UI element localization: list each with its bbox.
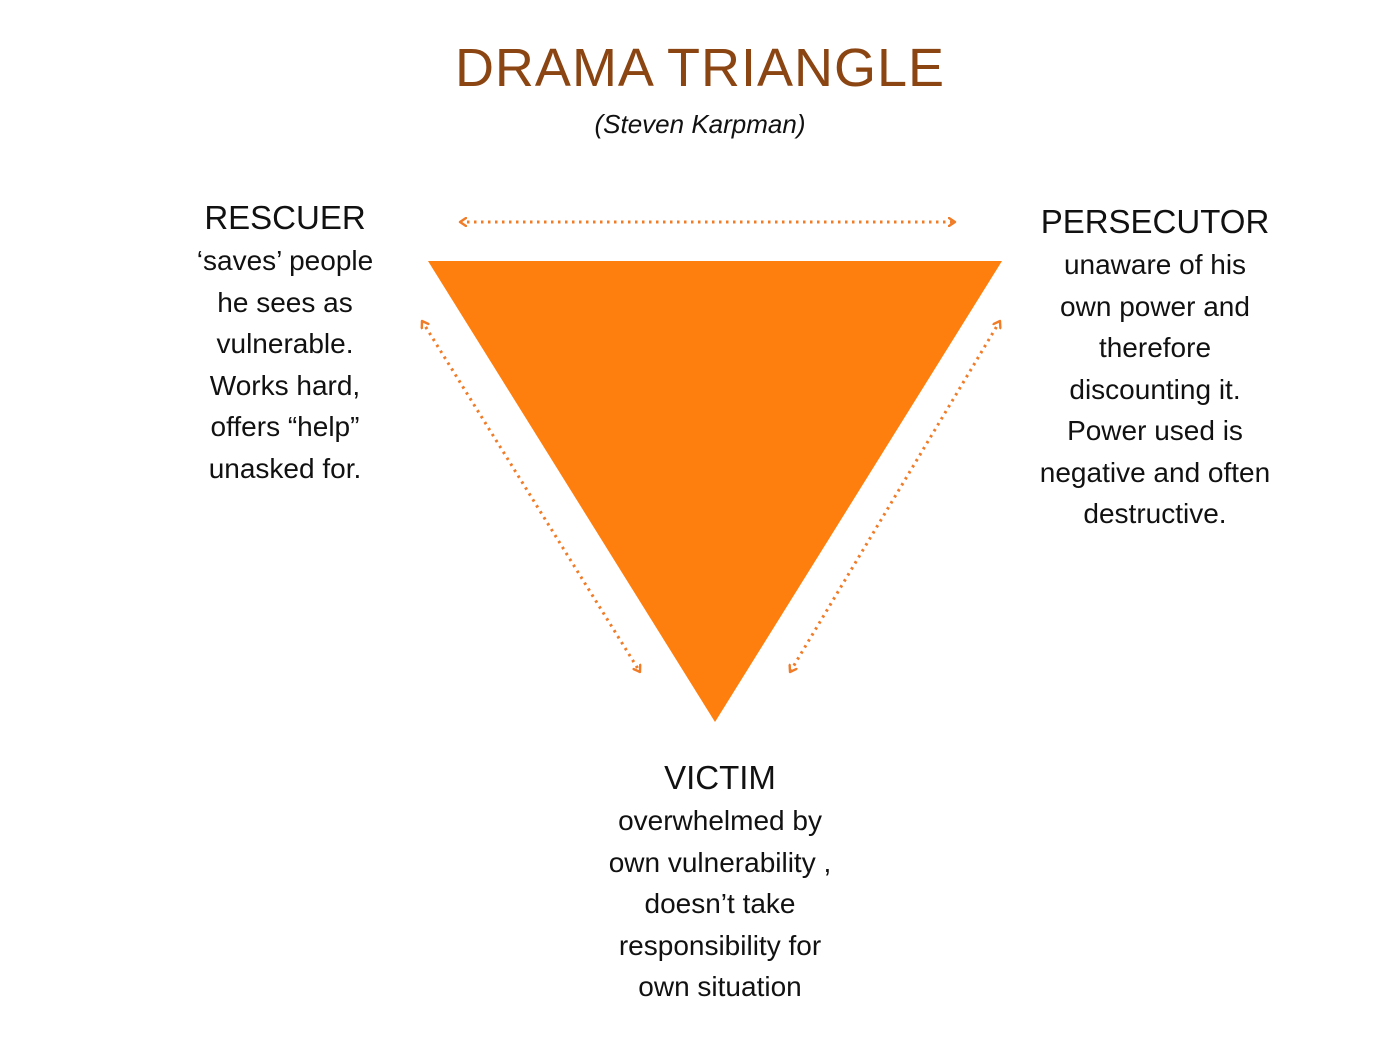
persecutor-label: PERSECUTOR [1040, 203, 1270, 240]
description-line: therefore [1098, 332, 1212, 363]
description-line: discounting it. [1069, 373, 1241, 405]
inverted-triangle [428, 261, 1002, 722]
description-line: unaware of his [1063, 249, 1247, 280]
description-line: he sees as [217, 286, 353, 318]
description-line: own vulnerability , [608, 846, 832, 878]
description-line: vulnerable. [216, 328, 354, 359]
description-line: responsibility for [618, 929, 822, 961]
rescuer-label: RESCUER [204, 199, 366, 236]
arrow-persecutor-victim [790, 321, 1000, 672]
description-line: own power and [1060, 290, 1250, 322]
description-line: ‘saves’ people [196, 245, 374, 276]
description-line: doesn’t take [644, 888, 796, 919]
diagram-title: DRAMA TRIANGLE [454, 38, 946, 98]
persecutor-description: unaware of his own power and therefore d… [1005, 244, 1305, 535]
victim-description: overwhelmed by own vulnerability , doesn… [570, 800, 870, 1008]
description-line: overwhelmed by [618, 805, 822, 836]
diagram-subtitle: (Steven Karpman) [594, 109, 806, 139]
description-line: destructive. [1083, 498, 1227, 529]
victim-block: VICTIM overwhelmed by own vulnerability … [570, 758, 870, 1008]
description-line: Power used is [1067, 415, 1243, 446]
rescuer-block: RESCUER ‘saves’ people he sees as vulner… [150, 198, 420, 489]
arrow-rescuer-victim [422, 321, 640, 672]
victim-label: VICTIM [664, 759, 776, 796]
description-line: offers “help” [210, 411, 360, 442]
description-line: negative and often [1039, 456, 1271, 488]
description-line: own situation [638, 971, 802, 1002]
description-line: Works hard, [209, 369, 361, 401]
rescuer-description: ‘saves’ people he sees as vulnerable. Wo… [150, 240, 420, 489]
description-line: unasked for. [208, 452, 362, 484]
persecutor-block: PERSECUTOR unaware of his own power and … [1005, 202, 1305, 535]
